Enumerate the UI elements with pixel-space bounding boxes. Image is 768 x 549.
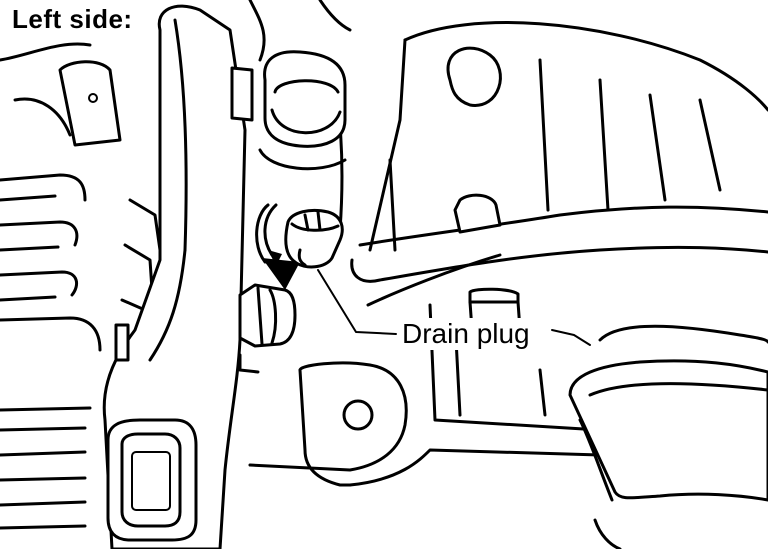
background-housing xyxy=(0,0,768,252)
left-housing-fins xyxy=(0,60,162,530)
leader-lines xyxy=(317,269,591,346)
side-bolt xyxy=(238,283,297,374)
drain-plug-label: Drain plug xyxy=(398,318,534,350)
upper-bolt xyxy=(258,50,347,171)
diagram-title: Left side: xyxy=(12,4,136,35)
drain-plug-assembly xyxy=(255,203,344,290)
right-pan-lip xyxy=(568,324,768,549)
electrical-connector xyxy=(106,418,198,542)
mounting-arm xyxy=(102,4,254,549)
oil-pan-housing xyxy=(248,193,768,487)
rotation-arrow-icon xyxy=(262,258,300,290)
